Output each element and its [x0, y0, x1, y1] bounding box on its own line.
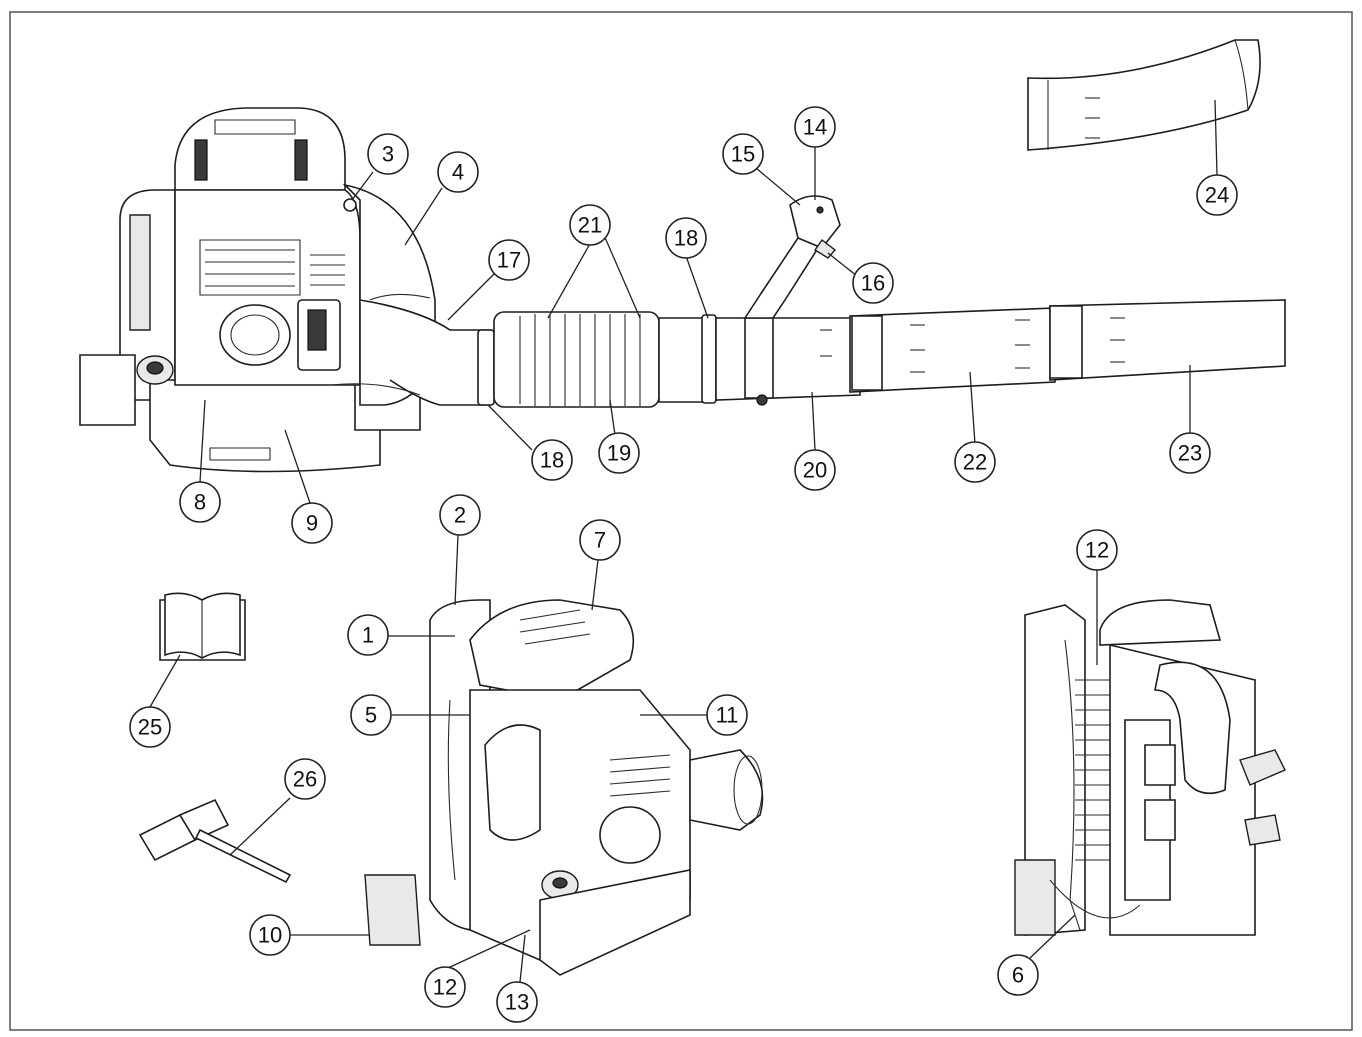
- blower-front-view: [80, 108, 490, 472]
- callout-11-label: 11: [716, 703, 739, 728]
- callout-13-label: 13: [505, 990, 529, 1015]
- callout-24-label: 24: [1205, 183, 1229, 208]
- callout-14: 14: [794, 106, 836, 148]
- blower-three-quarter-view: [365, 600, 763, 975]
- diagram-frame: [9, 11, 1353, 1031]
- callout-26: 26: [284, 758, 326, 800]
- callout-3: 3: [367, 133, 409, 175]
- callout-17-label: 17: [497, 248, 521, 273]
- blower-tube-assembly: [478, 196, 1285, 407]
- callout-2: 2: [439, 494, 481, 536]
- callout-3-label: 3: [382, 142, 394, 167]
- callout-12-side: 12: [1076, 529, 1118, 571]
- nozzle-24: [1028, 40, 1260, 150]
- callout-20: 20: [794, 449, 836, 491]
- callout-11: 11: [706, 694, 748, 736]
- callout-4: 4: [437, 151, 479, 193]
- callout-13: 13: [496, 981, 538, 1023]
- callout-7: 7: [579, 519, 621, 561]
- callout-21-label: 21: [578, 213, 602, 238]
- callout-15-label: 15: [731, 142, 755, 167]
- callout-26-label: 26: [293, 767, 317, 792]
- callout-10-label: 10: [258, 923, 282, 948]
- callout-5: 5: [350, 694, 392, 736]
- callout-20-label: 20: [803, 458, 827, 483]
- callout-6: 6: [997, 954, 1039, 996]
- callout-24: 24: [1196, 174, 1238, 216]
- callout-6-label: 6: [1012, 963, 1024, 988]
- callout-9: 9: [291, 502, 333, 544]
- callout-18-upper: 18: [665, 217, 707, 259]
- callout-8-label: 8: [194, 490, 206, 515]
- callout-19-label: 19: [607, 441, 631, 466]
- callout-22: 22: [954, 441, 996, 483]
- callout-18-upper-label: 18: [674, 226, 698, 251]
- callout-8: 8: [179, 481, 221, 523]
- callout-14-label: 14: [803, 115, 827, 140]
- callout-12-front: 12: [424, 966, 466, 1008]
- callout-23: 23: [1169, 432, 1211, 474]
- callout-21: 21: [569, 204, 611, 246]
- callout-12-front-label: 12: [433, 975, 457, 1000]
- callout-5-label: 5: [365, 703, 377, 728]
- callout-25: 25: [129, 706, 171, 748]
- callout-18-lower-label: 18: [540, 448, 564, 473]
- callout-12-side-label: 12: [1085, 538, 1109, 563]
- callout-25-label: 25: [138, 715, 162, 740]
- callout-15: 15: [722, 133, 764, 175]
- callout-19: 19: [598, 432, 640, 474]
- callout-18-lower: 18: [531, 439, 573, 481]
- callout-16-label: 16: [861, 271, 885, 296]
- callout-1: 1: [347, 614, 389, 656]
- callout-16: 16: [852, 262, 894, 304]
- callout-17: 17: [488, 239, 530, 281]
- callout-7-label: 7: [594, 528, 606, 553]
- callout-23-label: 23: [1178, 441, 1202, 466]
- manual-book-icon: [160, 593, 245, 660]
- callout-2-label: 2: [454, 503, 466, 528]
- callout-4-label: 4: [452, 160, 464, 185]
- blower-side-view: [1015, 600, 1285, 935]
- callout-1-label: 1: [362, 623, 374, 648]
- callout-9-label: 9: [306, 511, 318, 536]
- spark-plug-wrench: [140, 800, 290, 882]
- callout-10: 10: [249, 914, 291, 956]
- callout-22-label: 22: [963, 450, 987, 475]
